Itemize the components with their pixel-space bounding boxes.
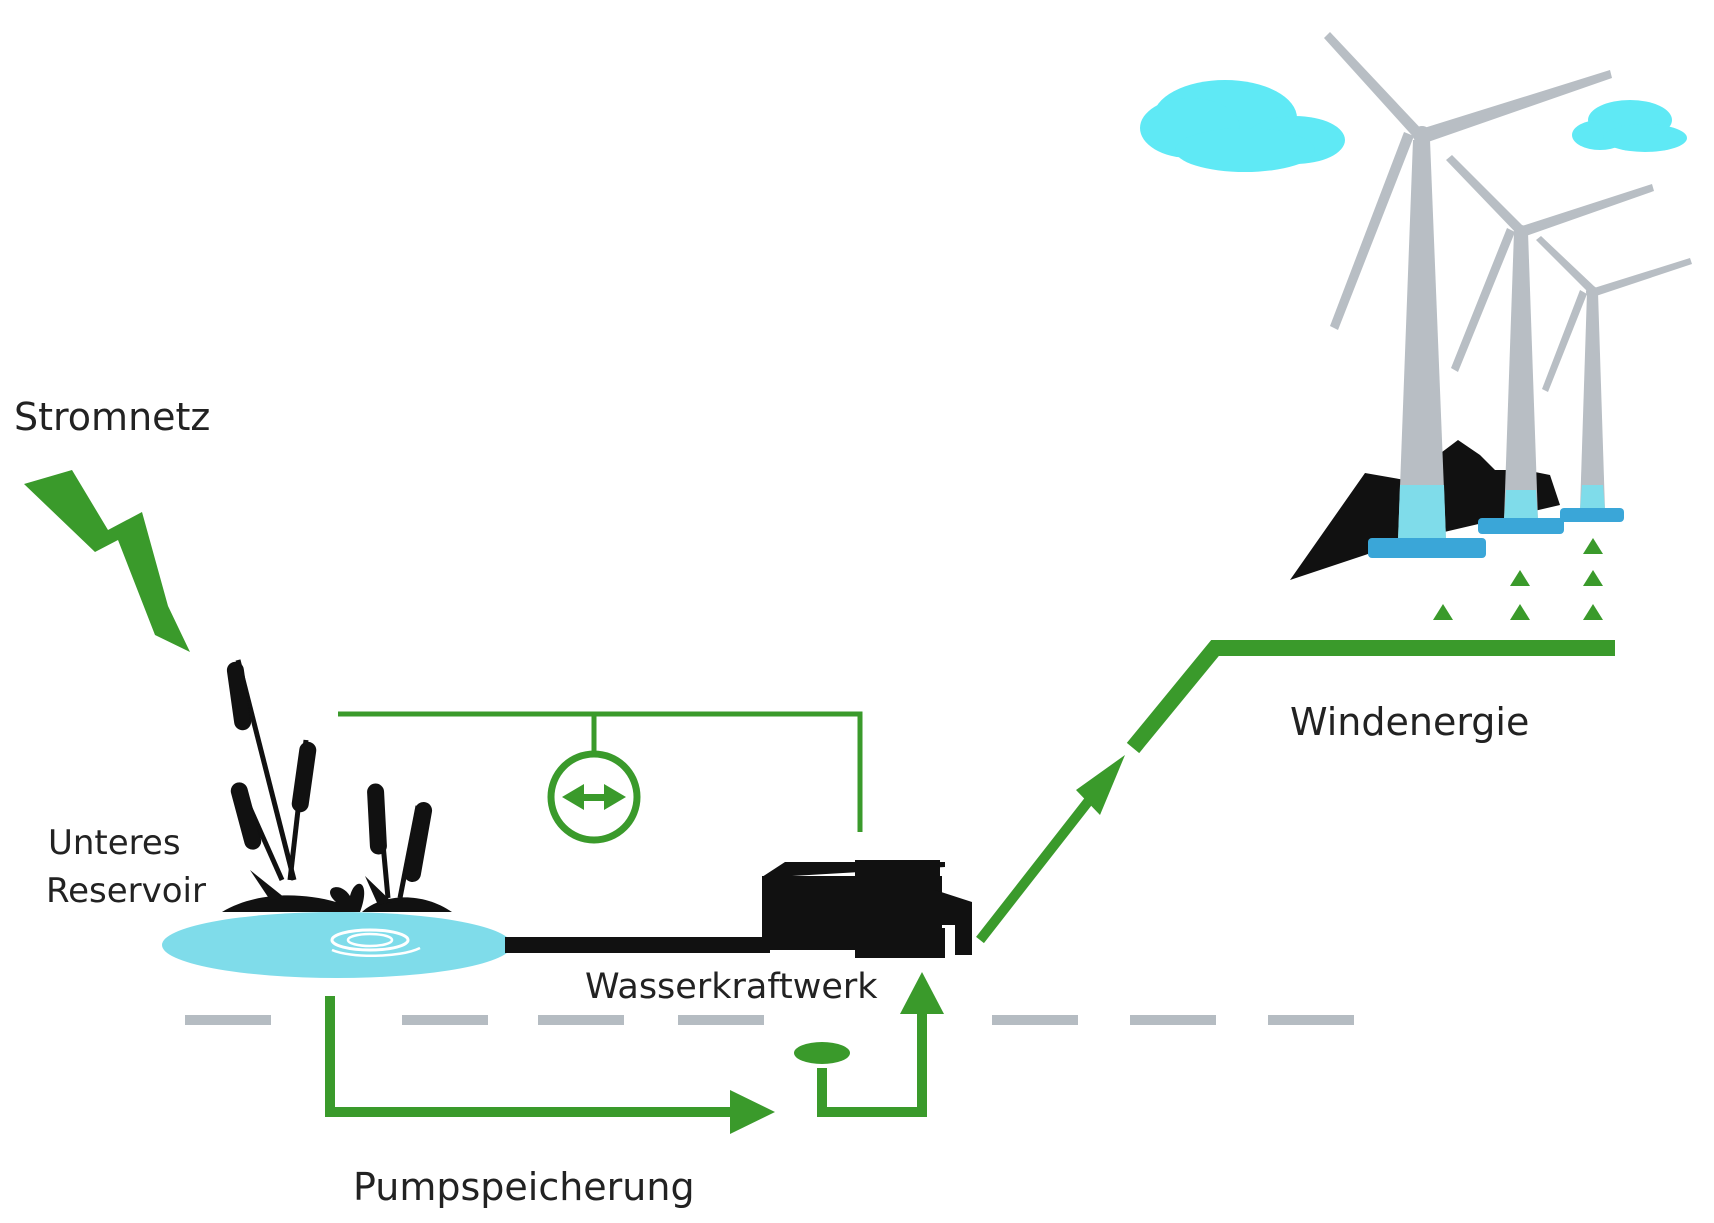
label-wind-energy: Windenergie <box>1290 700 1529 744</box>
label-lower-reservoir-line2: Reservoir <box>46 871 206 911</box>
control-circuit <box>338 711 863 844</box>
arrow-up-right-icon <box>1076 755 1125 815</box>
energy-flow-triangles <box>1433 538 1603 620</box>
label-grid: Stromnetz <box>14 395 210 439</box>
bidirectional-arrow-icon <box>562 784 626 810</box>
label-hydro-plant: Wasserkraftwerk <box>585 967 878 1007</box>
wind-turbine-icon <box>1324 32 1612 558</box>
arrow-up-icon <box>900 972 944 1014</box>
cloud-icon <box>1140 80 1345 172</box>
wind-turbine-icon <box>1536 236 1692 522</box>
pump-icon <box>794 1042 850 1064</box>
lightning-bolt-icon <box>24 470 190 652</box>
lower-reservoir <box>162 912 512 978</box>
pumped-storage-flow <box>325 996 927 1117</box>
arrow-right-icon <box>730 1090 775 1134</box>
cloud-icon <box>1572 100 1687 152</box>
label-pumped-storage: Pumpspeicherung <box>353 1165 695 1209</box>
wind-energy-line <box>976 640 1615 944</box>
penstock-pipe <box>505 937 770 953</box>
ground-dashed-line <box>185 1015 1354 1025</box>
hydro-plant-building <box>762 860 972 958</box>
wind-turbine-icon <box>1446 155 1654 534</box>
cattail-plant-icon <box>222 659 365 912</box>
cattail-plant-icon <box>362 783 452 912</box>
label-lower-reservoir-line1: Unteres <box>48 823 181 863</box>
